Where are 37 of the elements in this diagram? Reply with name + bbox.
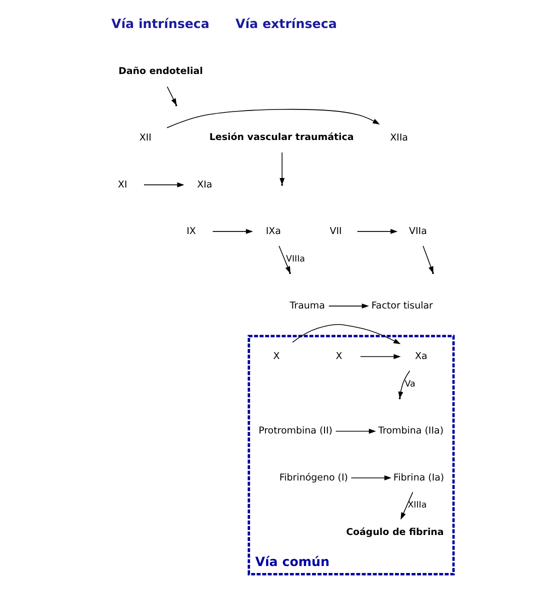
arrow — [350, 475, 391, 480]
edge-label: Va — [404, 379, 415, 390]
arrow — [166, 86, 176, 106]
node-text: Protrombina (II) — [258, 426, 332, 437]
node-text: Fibrinógeno (I) — [278, 472, 348, 484]
arrow — [279, 152, 284, 186]
edge-label: VIIIa — [286, 254, 304, 264]
node-text: Daño endotelial — [118, 66, 202, 77]
node-text: Fibrina (Ia) — [392, 472, 444, 484]
label: Vía extrínseca — [234, 16, 336, 31]
node-text: VIIa — [408, 226, 426, 237]
node-text: X — [335, 351, 342, 362]
node-text: IX — [186, 226, 196, 237]
node-text: Coágulo de fibrina — [346, 526, 444, 538]
node-text: XIa — [196, 179, 212, 190]
arrow — [212, 228, 253, 234]
node-text: XIIa — [390, 132, 408, 144]
node-text: IXa — [265, 226, 280, 237]
node-text: Trauma — [289, 300, 324, 312]
arrow — [328, 304, 368, 309]
node-text: XI — [117, 179, 127, 190]
arrow — [166, 108, 380, 128]
arrow — [143, 182, 184, 188]
node-text: VII — [329, 226, 342, 237]
node-text: Lesión vascular traumática — [208, 132, 354, 143]
node-text: XII — [138, 132, 151, 144]
arrow — [292, 324, 400, 344]
node-text: X — [272, 351, 280, 362]
arrow — [360, 354, 400, 360]
edge-label: XIIIa — [407, 500, 426, 511]
node-text: Factor tisular — [370, 300, 432, 312]
node-text: Xa — [414, 351, 427, 362]
label: Vía intrínseca — [110, 16, 209, 31]
arrow — [356, 228, 398, 234]
node-text: Trombina (IIa) — [378, 426, 444, 437]
arrow — [334, 428, 376, 434]
arrow — [400, 492, 413, 520]
